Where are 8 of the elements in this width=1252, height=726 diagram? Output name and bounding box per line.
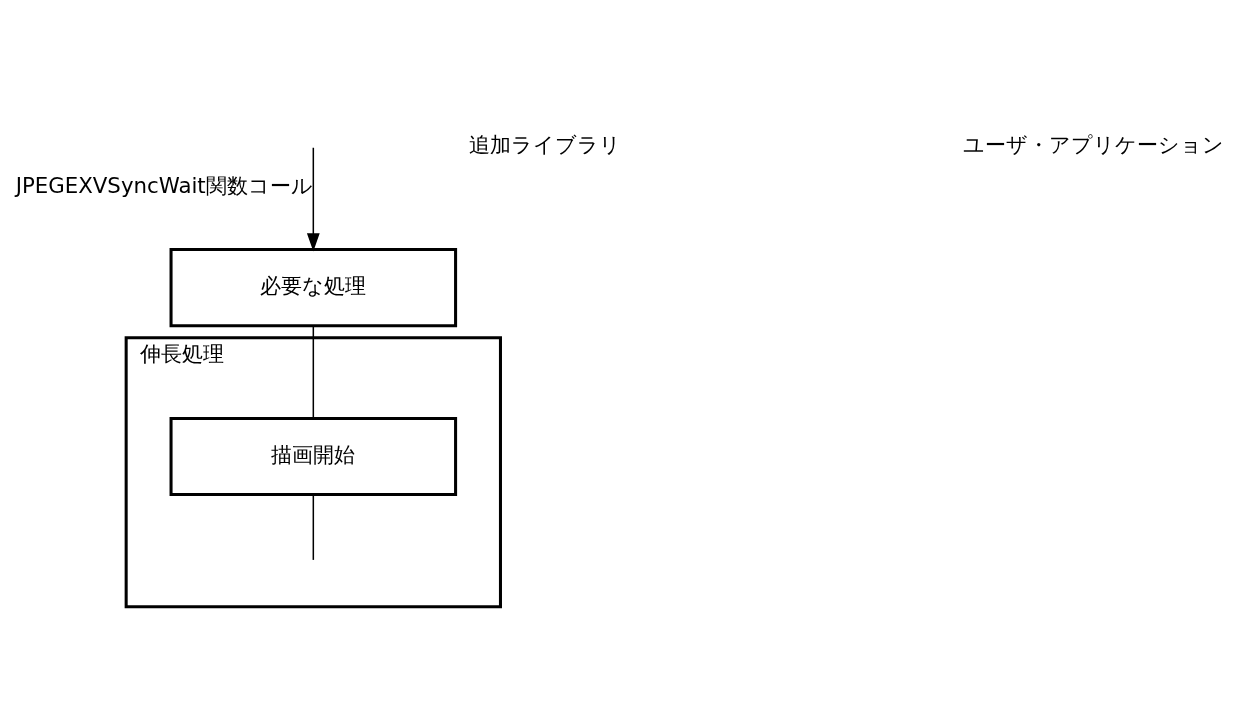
node-box: 描画開始 [169,416,458,496]
connector [312,324,315,419]
label: 追加ライブラリ [468,131,621,157]
node-box: 必要な処理 [169,247,458,327]
connector [312,493,315,561]
edge-label: JPEGEXVSyncWait関数コール [15,172,313,198]
label: ユーザ・アプリケーション [963,131,1225,157]
arrow [306,146,320,252]
